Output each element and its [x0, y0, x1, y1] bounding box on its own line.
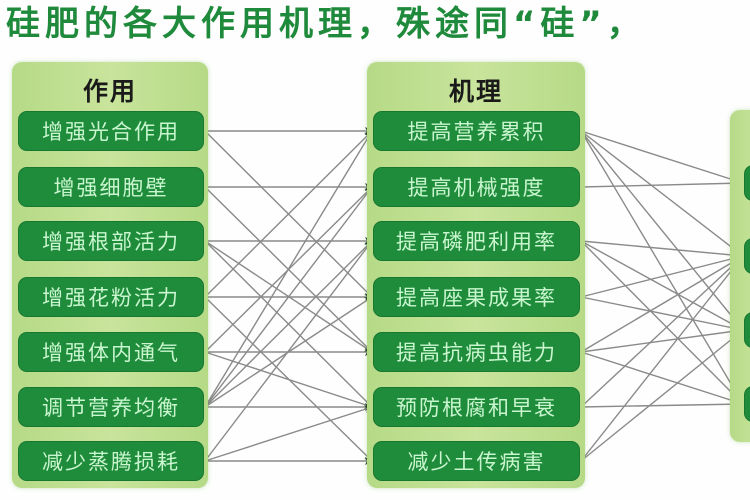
mechanism-node: 提高抗病虫能力	[373, 332, 580, 372]
connection-arrow	[580, 130, 744, 185]
connection-arrow	[204, 130, 373, 298]
result-node	[744, 312, 750, 348]
mechanisms-panel-header: 机理	[448, 77, 503, 106]
connection-arrow	[580, 329, 744, 462]
effect-node: 增强根部活力	[18, 221, 204, 261]
connection-arrow	[580, 351, 744, 406]
connection-arrow	[204, 130, 373, 298]
connection-arrow	[204, 240, 373, 462]
diagram-title: 硅肥的各大作用机理，殊途同“硅”，	[6, 4, 646, 44]
connection-arrow	[580, 400, 744, 409]
mechanism-node: 提高座果成果率	[373, 277, 580, 317]
connection-arrow	[204, 130, 373, 408]
connection-arrow	[580, 130, 744, 405]
effect-node: 调节营养均衡	[18, 387, 204, 427]
connection-arrow	[580, 240, 744, 405]
connection-arrow	[580, 253, 744, 298]
connection-arrow	[580, 326, 744, 353]
connection-arrow	[204, 405, 373, 462]
mechanism-node: 提高营养累积	[373, 111, 580, 151]
mechanism-node: 提高磷肥利用率	[373, 221, 580, 261]
connection-arrow	[580, 255, 744, 462]
connection-arrow	[580, 130, 744, 331]
effect-node: 增强体内通气	[18, 332, 204, 372]
connection-arrow	[580, 296, 744, 333]
connection-arrow	[580, 240, 744, 260]
connection-arrow	[204, 296, 373, 462]
effect-node: 减少蒸腾损耗	[18, 441, 204, 481]
mechanism-node: 减少土传病害	[373, 441, 580, 481]
effect-node: 增强花粉活力	[18, 277, 204, 317]
connection-arrow	[204, 351, 373, 409]
connection-arrow	[204, 296, 373, 408]
connection-arrow	[204, 186, 373, 353]
connection-arrow	[580, 255, 744, 408]
effect-node: 增强光合作用	[18, 111, 204, 151]
effects-panel-header: 作用	[82, 77, 137, 106]
connection-arrow	[580, 255, 744, 353]
connection-arrow	[204, 240, 373, 408]
connection-arrow	[204, 186, 373, 408]
mechanism-node: 提高机械强度	[373, 167, 580, 207]
connection-arrow	[580, 179, 744, 188]
result-node	[744, 238, 750, 274]
connection-arrow	[204, 186, 373, 353]
mechanism-node: 预防根腐和早衰	[373, 387, 580, 427]
effect-node: 增强细胞壁	[18, 167, 204, 207]
result-node	[744, 165, 750, 201]
connection-arrow	[580, 240, 744, 331]
connection-arrow	[580, 130, 744, 257]
connection-arrow	[204, 240, 373, 408]
result-node	[744, 386, 750, 422]
connection-arrow	[204, 240, 373, 353]
